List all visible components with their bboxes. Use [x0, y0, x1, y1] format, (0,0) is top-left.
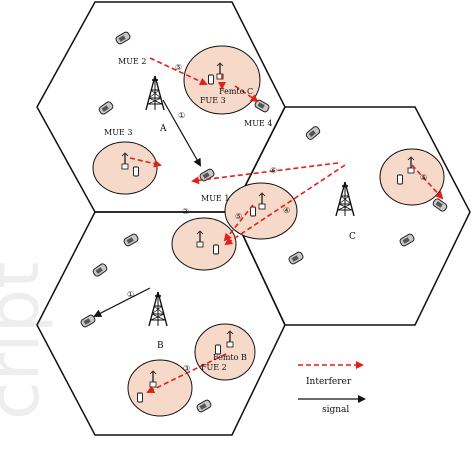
marker-5: ⑤	[235, 212, 242, 221]
mue-phone-icon	[398, 232, 416, 248]
marker-4: ④	[283, 206, 290, 215]
femto-cell-c	[183, 45, 261, 115]
mue-phone-icon	[91, 262, 109, 278]
watermark: cript	[0, 261, 55, 420]
legend: Interferer signal	[298, 361, 366, 415]
mue3-label: MUE 3	[104, 128, 132, 137]
marker-2: ②	[182, 207, 189, 216]
mue-phone-icon	[114, 30, 132, 46]
mue-phone-icon	[304, 124, 322, 142]
fue3-label: FUE 3	[200, 96, 226, 105]
femto-cell-c-right	[379, 148, 445, 206]
femto-c-label: Femto C	[219, 87, 253, 96]
legend-signal-label: signal	[322, 405, 349, 415]
femto-user-icon	[213, 244, 219, 255]
marker-5: ⑤	[175, 63, 182, 72]
signal-arrow	[93, 287, 151, 317]
cell-c-label: C	[349, 232, 356, 242]
marker-1: ①	[127, 290, 134, 299]
base-station-b-icon	[148, 291, 168, 327]
femto-cell-b	[194, 323, 256, 381]
legend-interferer-label: Interferer	[306, 377, 352, 387]
cell-b-label: B	[157, 341, 164, 351]
femto-user-icon	[137, 392, 143, 403]
mue-phone-icon	[122, 232, 140, 248]
interference-arrows	[129, 57, 444, 393]
marker-1: ①	[178, 111, 185, 120]
femto-b-label: Femto B	[213, 353, 247, 362]
marker-6: ⑥	[270, 166, 277, 175]
mue-phone-icon	[97, 100, 115, 116]
femto-cell-c-left	[224, 182, 298, 240]
mue1-label: MUE 1	[201, 194, 229, 203]
marker-3: ③	[183, 364, 190, 373]
fue2-label: FUE 2	[201, 363, 227, 372]
femto-cell-a-bottom	[171, 217, 237, 271]
mue4-label: MUE 4	[244, 119, 272, 128]
marker-5: ⑤	[420, 173, 427, 182]
femto-user-icon	[208, 74, 214, 85]
femto-cell-b-bottom	[127, 359, 193, 417]
mue-phone-icon	[79, 313, 97, 329]
signal-arrow	[162, 99, 201, 167]
mue-phone-icon	[431, 197, 449, 213]
mue2-label: MUE 2	[118, 57, 146, 66]
base-station-a-icon	[145, 75, 165, 111]
femto-user-icon	[133, 166, 139, 177]
cell-a-label: A	[159, 124, 167, 134]
base-station-c-icon	[335, 181, 355, 217]
femto-user-icon	[397, 174, 403, 185]
mue-phone-icon	[287, 250, 305, 266]
mue-phone-icon	[195, 398, 213, 414]
